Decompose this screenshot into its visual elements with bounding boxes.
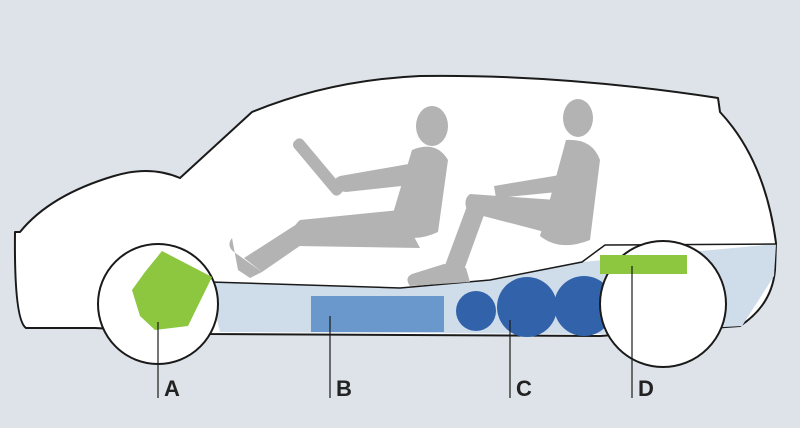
driver-head [416,106,448,146]
label-c: C [516,376,532,401]
passenger-foot [407,264,470,286]
passenger-arm [494,172,578,198]
tank-large [554,276,614,336]
driver-silhouette [229,106,448,278]
component-a-engine [132,251,212,330]
tank-small [456,291,496,331]
cabin-floor-line [209,243,777,289]
label-a: A [164,376,180,401]
driver-shin [244,222,320,272]
passenger-silhouette [407,99,600,286]
driver-arm [332,162,420,192]
driver-torso [388,146,448,239]
tank-middle [497,277,557,337]
label-b: B [336,376,352,401]
passenger-thigh [465,194,560,236]
driver-thigh [292,210,420,248]
leader-lines [157,266,633,398]
label-d: D [638,376,654,401]
steering-wheel [292,138,344,196]
passenger-shin [444,198,488,270]
component-c-tanks [456,276,614,337]
passenger-head [563,99,593,137]
component-b-battery [311,296,444,332]
component-d-module [600,255,687,274]
driver-foot [229,238,262,278]
